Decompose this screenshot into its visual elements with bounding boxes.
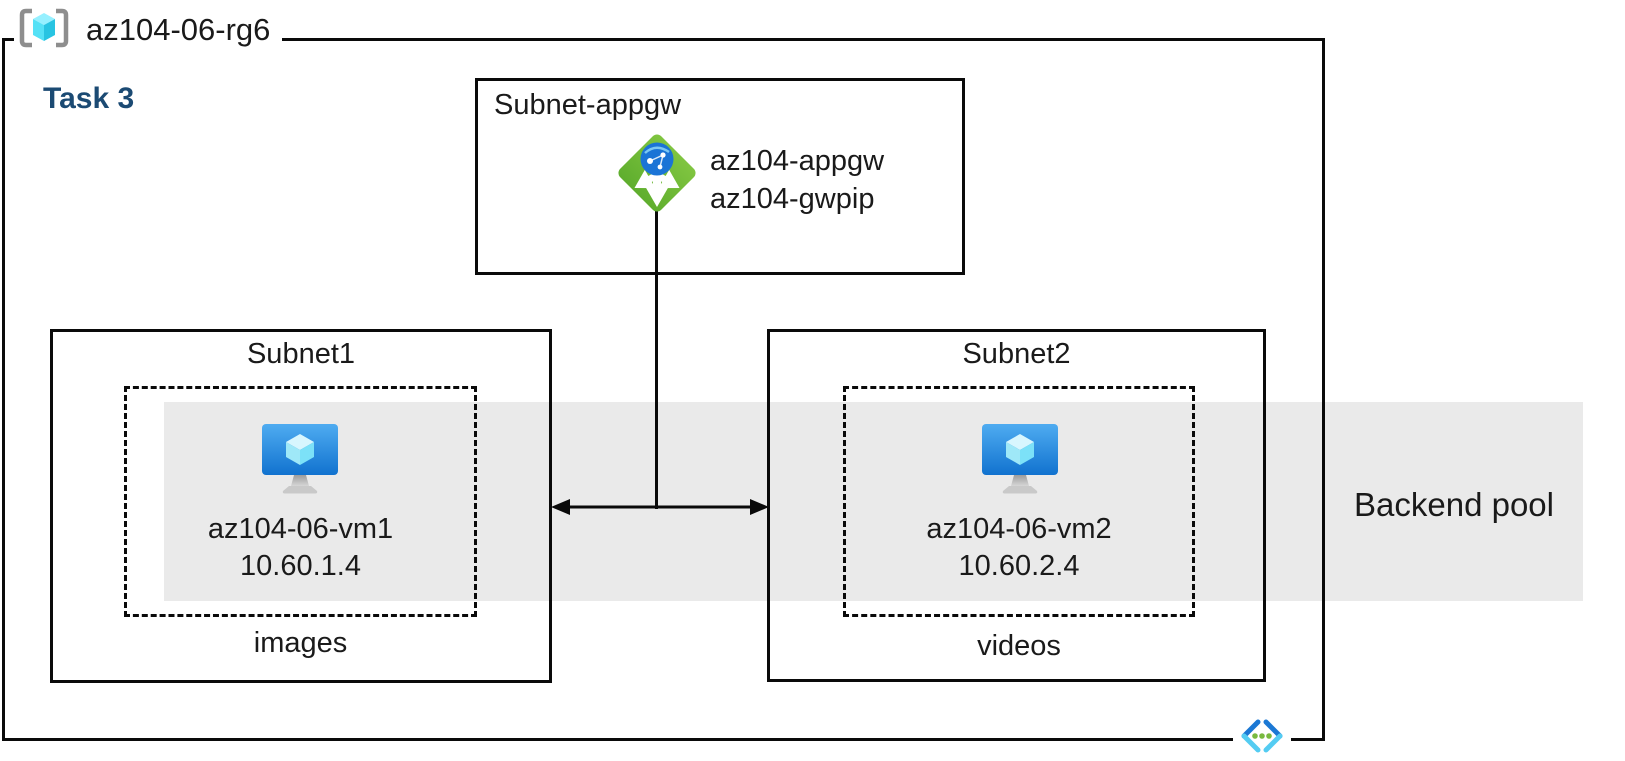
gateway-subnet-box: Subnet-appgw: [475, 78, 965, 275]
vm1-labels: az104-06-vm1 10.60.1.4: [124, 511, 477, 585]
subnet1-caption: images: [253, 627, 348, 659]
subnet2-label: Subnet2: [962, 338, 1071, 370]
resource-group-header: az104-06-rg6: [14, 4, 283, 56]
application-gateway-icon: [615, 131, 699, 220]
resource-group-box: [2, 38, 1325, 741]
gateway-to-backend-connector: [655, 206, 658, 509]
subnet1-vm-zone: [124, 386, 477, 617]
subnet2-caption: videos: [977, 630, 1061, 662]
gateway-name: az104-appgw: [710, 145, 885, 177]
subnet2-box: Subnet2: [767, 329, 1266, 682]
double-arrow-icon: [549, 494, 771, 525]
subnet2-vm-zone: [843, 386, 1195, 617]
resource-group-icon: [18, 8, 70, 53]
vm1-name: az104-06-vm1: [207, 513, 394, 545]
gateway-public-ip-name: az104-gwpip: [710, 183, 875, 215]
virtual-network-icon: [1233, 714, 1291, 758]
vm1-ip: 10.60.1.4: [240, 550, 361, 582]
virtual-machine-icon: [982, 424, 1058, 501]
gateway-name-labels: az104-appgw az104-gwpip: [710, 142, 884, 218]
task-label: Task 3: [43, 82, 135, 115]
subnet1-box: Subnet1: [50, 329, 552, 683]
vm2-labels: az104-06-vm2 10.60.2.4: [843, 511, 1195, 585]
vm2-ip: 10.60.2.4: [958, 550, 1080, 582]
backend-pool-band: [164, 402, 1583, 601]
virtual-machine-icon: [262, 424, 338, 501]
vm2-name: az104-06-vm2: [926, 513, 1112, 545]
backend-pool-label: Backend pool: [1354, 486, 1554, 523]
resource-group-name: az104-06-rg6: [86, 12, 271, 47]
gateway-subnet-label: Subnet-appgw: [494, 89, 682, 121]
subnet1-label: Subnet1: [246, 338, 356, 370]
